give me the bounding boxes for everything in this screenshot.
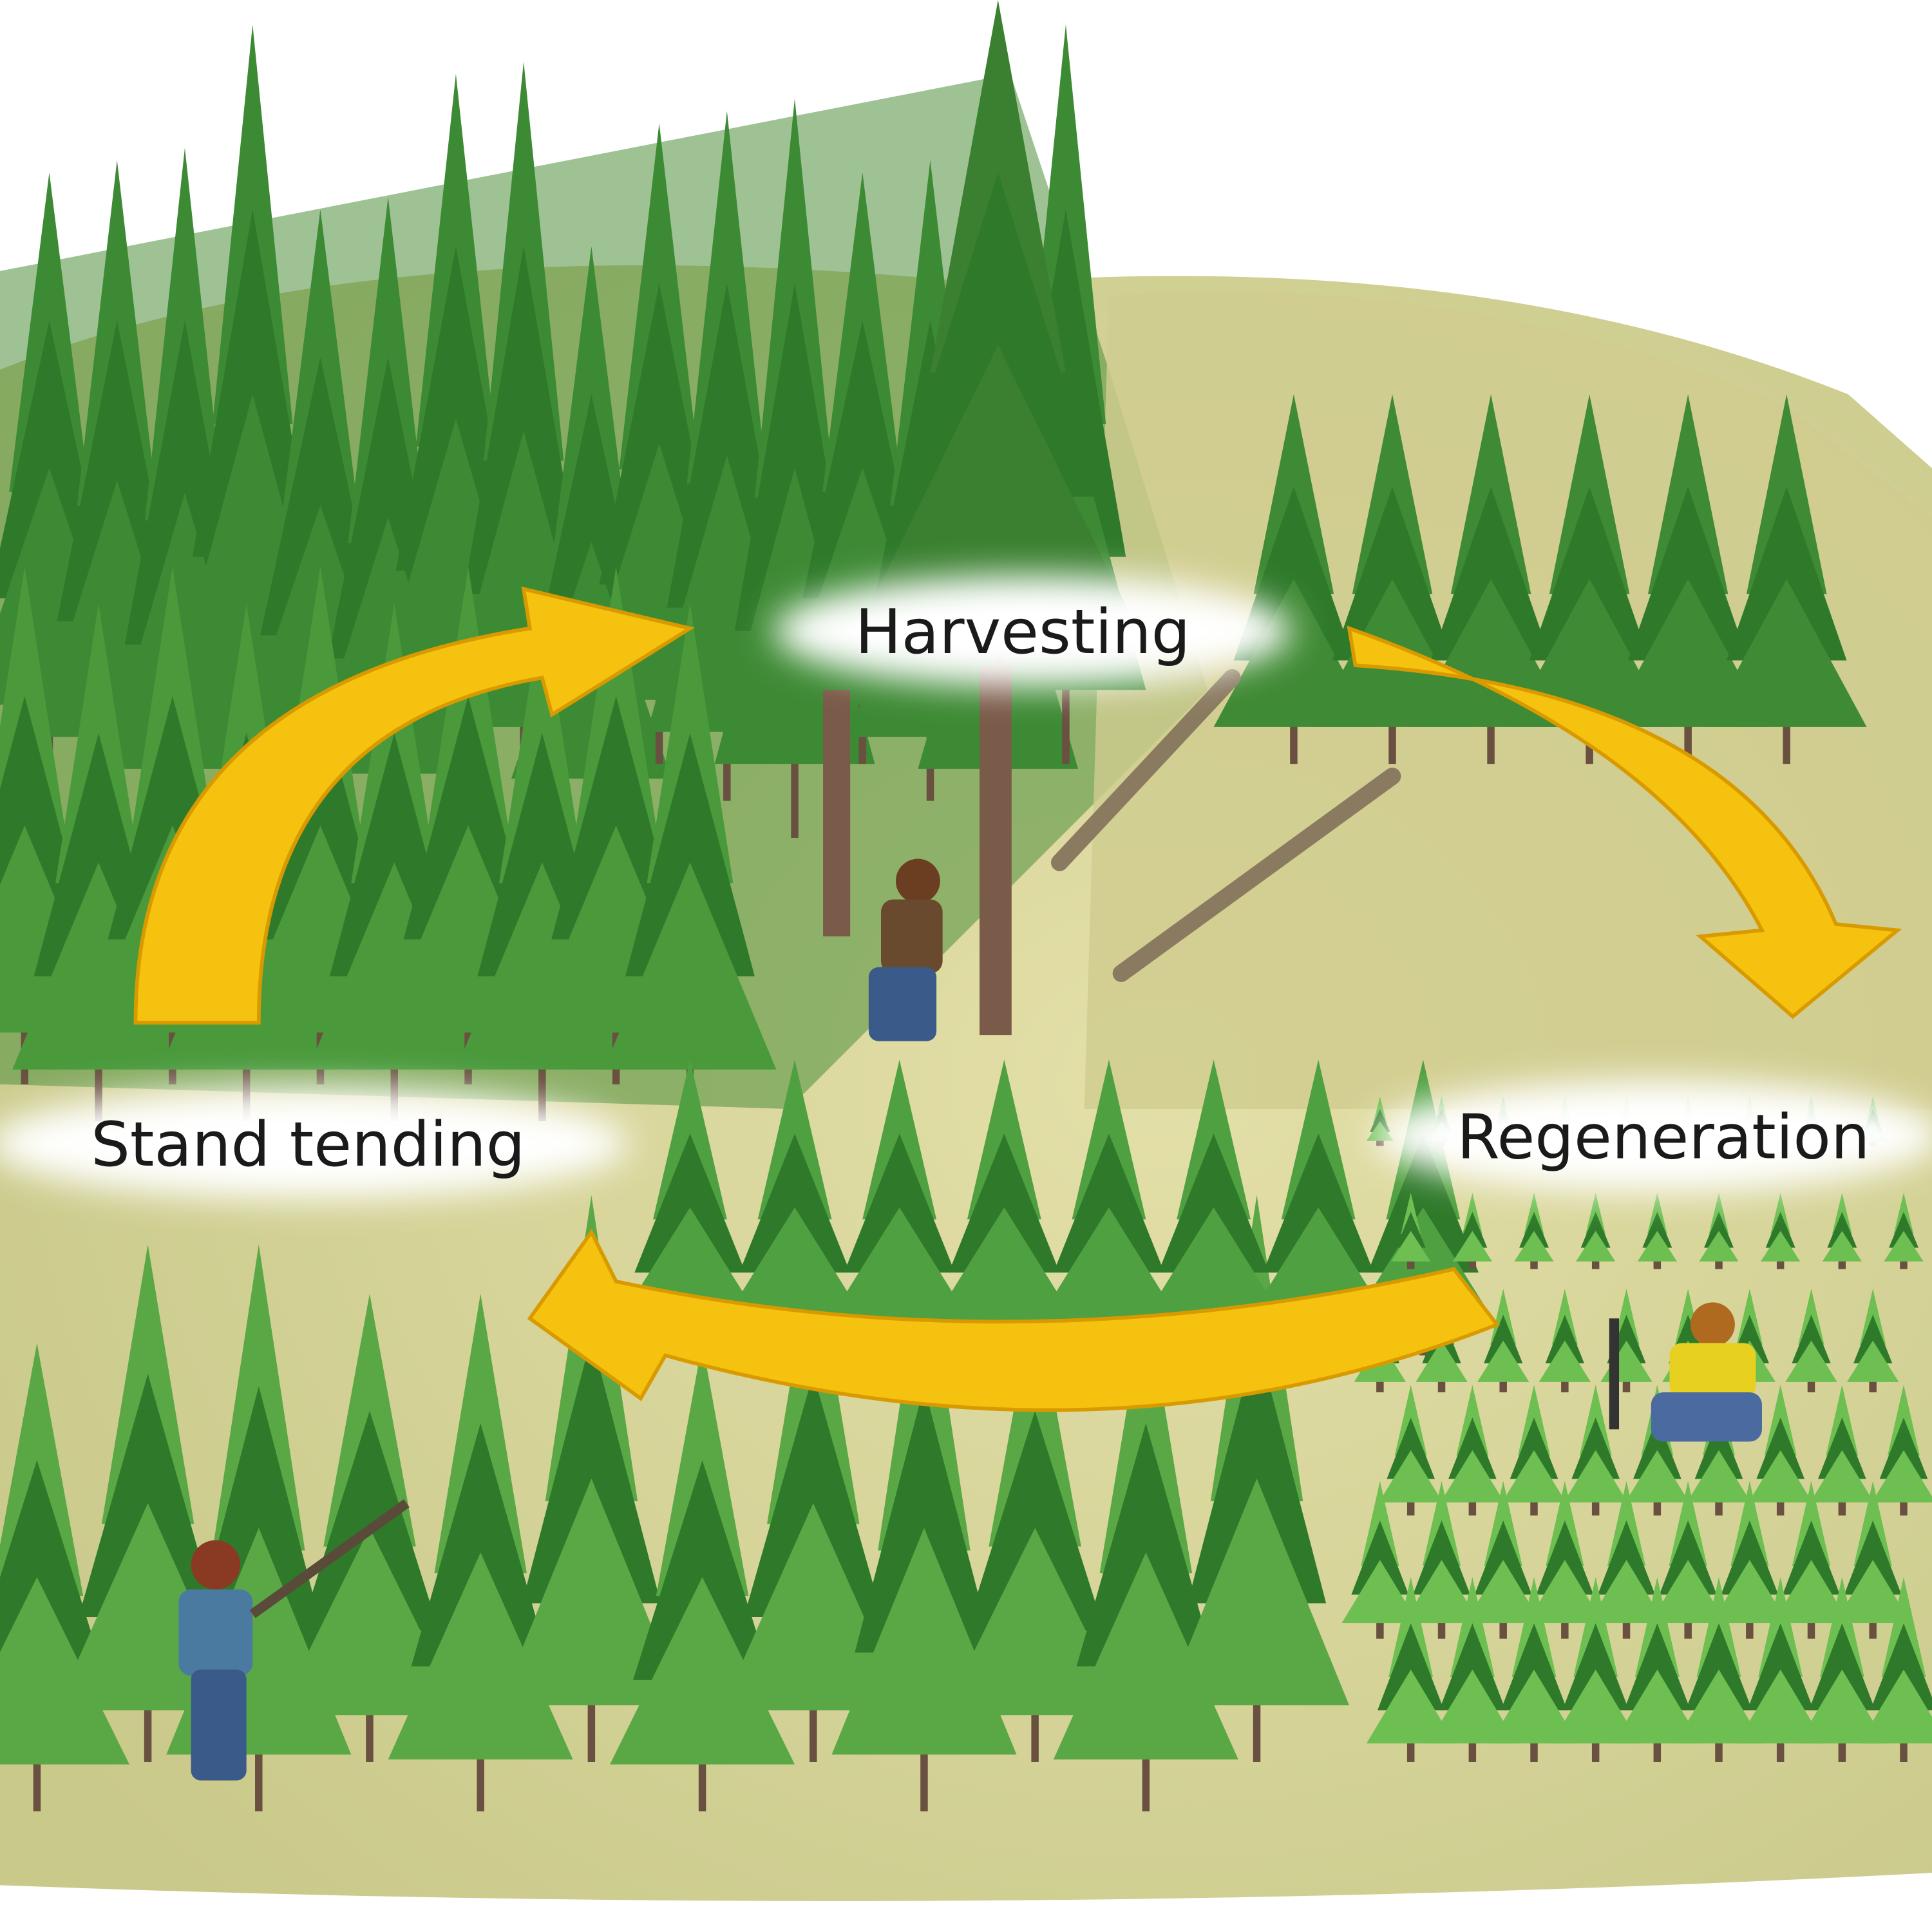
seedling bbox=[1490, 1577, 1578, 1762]
label-glow bbox=[0, 1088, 629, 1199]
seedling bbox=[1551, 1577, 1640, 1762]
young-tree bbox=[1035, 1059, 1183, 1356]
seedling bbox=[1514, 1193, 1554, 1269]
seedling bbox=[1649, 1481, 1727, 1639]
young-tree bbox=[1053, 1293, 1238, 1812]
seedling bbox=[1846, 1289, 1899, 1392]
seedling bbox=[1748, 1385, 1813, 1516]
seedling bbox=[1761, 1193, 1801, 1269]
cut-tree-crown bbox=[1706, 394, 1867, 764]
arrow-regeneration-to-stand-tending bbox=[527, 1228, 1501, 1412]
label-glow bbox=[773, 575, 1292, 687]
seedling bbox=[1428, 1577, 1517, 1762]
seedling bbox=[1834, 1481, 1911, 1639]
young-tree bbox=[0, 1343, 129, 1812]
young-tree bbox=[277, 1293, 462, 1762]
regeneration-label: Regeneration bbox=[1457, 1101, 1870, 1173]
seedling bbox=[1526, 1481, 1604, 1639]
thinning-worker-figure bbox=[178, 1499, 410, 1781]
stage-harvesting: Harvesting bbox=[773, 575, 1292, 687]
felled-logs bbox=[1051, 668, 1401, 982]
seedling bbox=[1563, 1385, 1628, 1516]
arrow-harvesting-to-regeneration bbox=[1347, 625, 1902, 1019]
seedling bbox=[1477, 1289, 1530, 1392]
seedling bbox=[1539, 1289, 1591, 1392]
seedling bbox=[1674, 1577, 1763, 1762]
seedling bbox=[1403, 1481, 1480, 1639]
seedling bbox=[1773, 1481, 1850, 1639]
harvesting-label: Harvesting bbox=[855, 596, 1191, 668]
young-tree bbox=[721, 1059, 869, 1356]
young-tree bbox=[610, 1343, 795, 1812]
young-tree bbox=[942, 1293, 1128, 1762]
seedling bbox=[1822, 1193, 1862, 1269]
stage-regeneration: Regeneration bbox=[1374, 1080, 1932, 1192]
seedling bbox=[1366, 1577, 1455, 1762]
seedling bbox=[1378, 1385, 1443, 1516]
stand-tending-label: Stand tending bbox=[91, 1108, 525, 1180]
seedling bbox=[1576, 1193, 1616, 1269]
label-glow bbox=[1374, 1080, 1932, 1192]
seedling bbox=[1884, 1193, 1924, 1269]
arrow-stand-tending-to-harvesting bbox=[133, 586, 695, 1025]
mature-tree bbox=[603, 603, 777, 1122]
seedling bbox=[1736, 1577, 1825, 1762]
tall-tree bbox=[862, 0, 1134, 690]
seedling bbox=[1785, 1289, 1837, 1392]
seedling bbox=[1810, 1385, 1875, 1516]
young-tree bbox=[388, 1293, 573, 1812]
young-tree bbox=[930, 1059, 1079, 1356]
seedling bbox=[1452, 1193, 1492, 1269]
seedling bbox=[1711, 1481, 1788, 1639]
standing-trunks bbox=[823, 665, 1012, 1036]
seedling bbox=[1859, 1577, 1932, 1762]
seedling bbox=[1588, 1481, 1665, 1639]
stage-stand-tending: Stand tending bbox=[0, 1088, 629, 1199]
planter-figure bbox=[1609, 1302, 1762, 1442]
seedling bbox=[1637, 1193, 1677, 1269]
logger-figure bbox=[868, 858, 943, 1041]
seedling bbox=[1341, 1481, 1419, 1639]
seedling bbox=[1613, 1577, 1702, 1762]
seedling bbox=[1440, 1385, 1505, 1516]
seedling bbox=[1871, 1385, 1932, 1516]
seedling bbox=[1464, 1481, 1542, 1639]
seedling bbox=[1391, 1193, 1431, 1269]
seedling bbox=[1797, 1577, 1887, 1762]
seedling bbox=[1502, 1385, 1566, 1516]
seedling bbox=[1699, 1193, 1739, 1269]
tree-layer bbox=[0, 0, 1932, 1812]
